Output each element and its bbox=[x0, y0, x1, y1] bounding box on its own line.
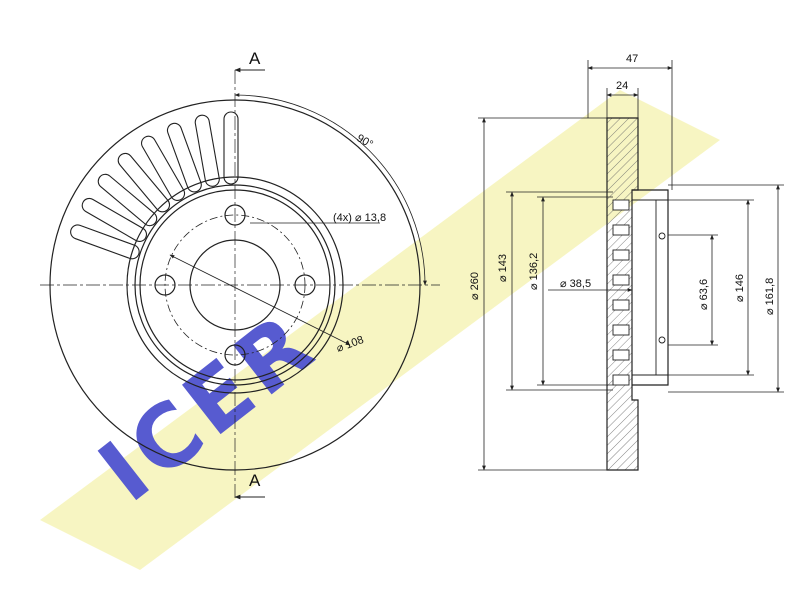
disc-section bbox=[606, 117, 639, 471]
side-view bbox=[606, 117, 669, 471]
dim-hat-outer: ⌀ 136,2 bbox=[528, 253, 540, 290]
stud-hole-lower bbox=[658, 336, 666, 344]
dim-hat-top: ⌀ 161,8 bbox=[764, 278, 776, 315]
dim-center-bore: ⌀ 38,5 bbox=[560, 278, 591, 290]
angle-arc bbox=[234, 93, 427, 286]
dim-outer-diameter: ⌀ 260 bbox=[469, 272, 481, 300]
dim-disc-thickness: 24 bbox=[616, 80, 628, 92]
section-label-bottom: A bbox=[249, 471, 261, 490]
side-dimension-lines bbox=[478, 60, 784, 471]
section-mark-bottom: A bbox=[234, 471, 265, 500]
dim-friction-inner: ⌀ 143 bbox=[497, 254, 509, 282]
bolt-circle-leader bbox=[169, 254, 351, 346]
dim-hub-face: ⌀ 146 bbox=[734, 274, 746, 302]
dim-overall-thickness: 47 bbox=[626, 53, 638, 65]
vent-channels bbox=[612, 199, 630, 386]
dim-spigot: ⌀ 63,6 bbox=[698, 279, 710, 310]
front-view bbox=[40, 70, 440, 500]
watermark-stripe bbox=[40, 90, 720, 570]
vent-slots bbox=[70, 111, 239, 260]
stud-hole bbox=[658, 232, 666, 240]
section-mark-top: A bbox=[234, 49, 265, 73]
section-label-top: A bbox=[249, 49, 261, 68]
bolt-hole-label: (4x) ⌀ 13,8 bbox=[333, 212, 386, 224]
hat-section bbox=[632, 189, 669, 386]
angle-label: 90° bbox=[355, 132, 375, 151]
